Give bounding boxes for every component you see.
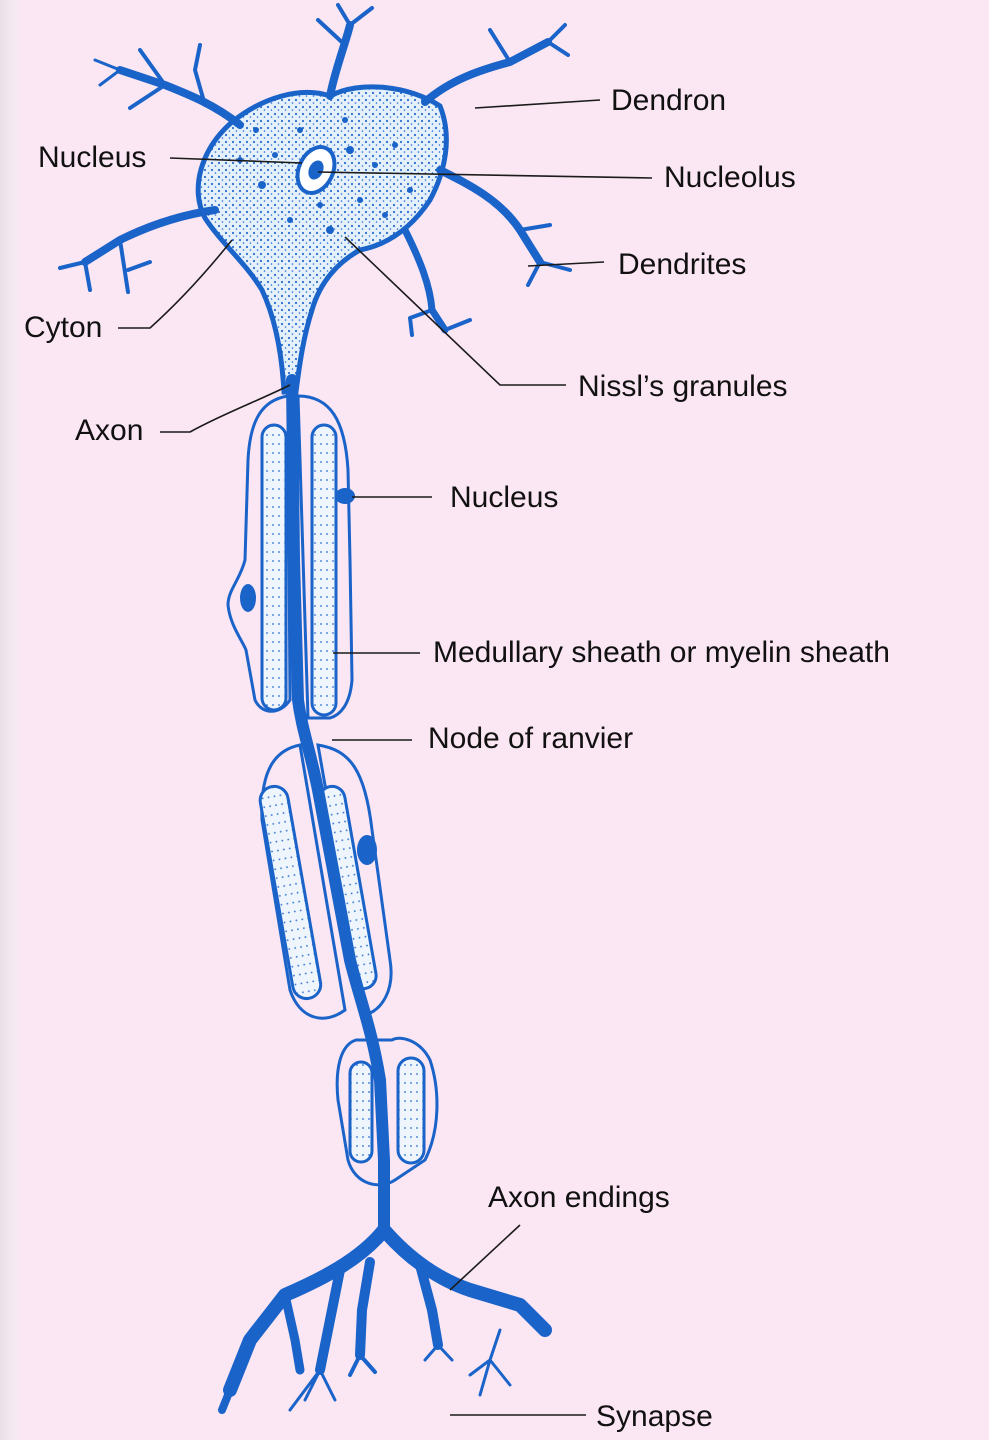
axon-endings: [222, 1230, 545, 1410]
label-axon: Axon: [75, 416, 143, 446]
label-myelin-sheath: Medullary sheath or myelin sheath: [433, 638, 890, 668]
leader-cyton: [118, 240, 232, 328]
label-nucleus-schwann: Nucleus: [450, 483, 558, 513]
label-synapse: Synapse: [596, 1402, 713, 1432]
label-dendron: Dendron: [611, 86, 726, 116]
label-nucleolus: Nucleolus: [664, 163, 796, 193]
label-nucleus-top: Nucleus: [38, 143, 146, 173]
label-dendrites: Dendrites: [618, 250, 746, 280]
myelin-sheath: [228, 396, 437, 1185]
leader-dendron: [475, 100, 600, 108]
leader-axon-endings: [450, 1225, 520, 1290]
label-node-of-ranvier: Node of ranvier: [428, 724, 633, 754]
label-nissls-granules: Nissl’s granules: [578, 372, 788, 402]
label-cyton: Cyton: [24, 313, 102, 343]
leader-nissls: [345, 237, 566, 385]
label-axon-endings: Axon endings: [488, 1183, 670, 1213]
